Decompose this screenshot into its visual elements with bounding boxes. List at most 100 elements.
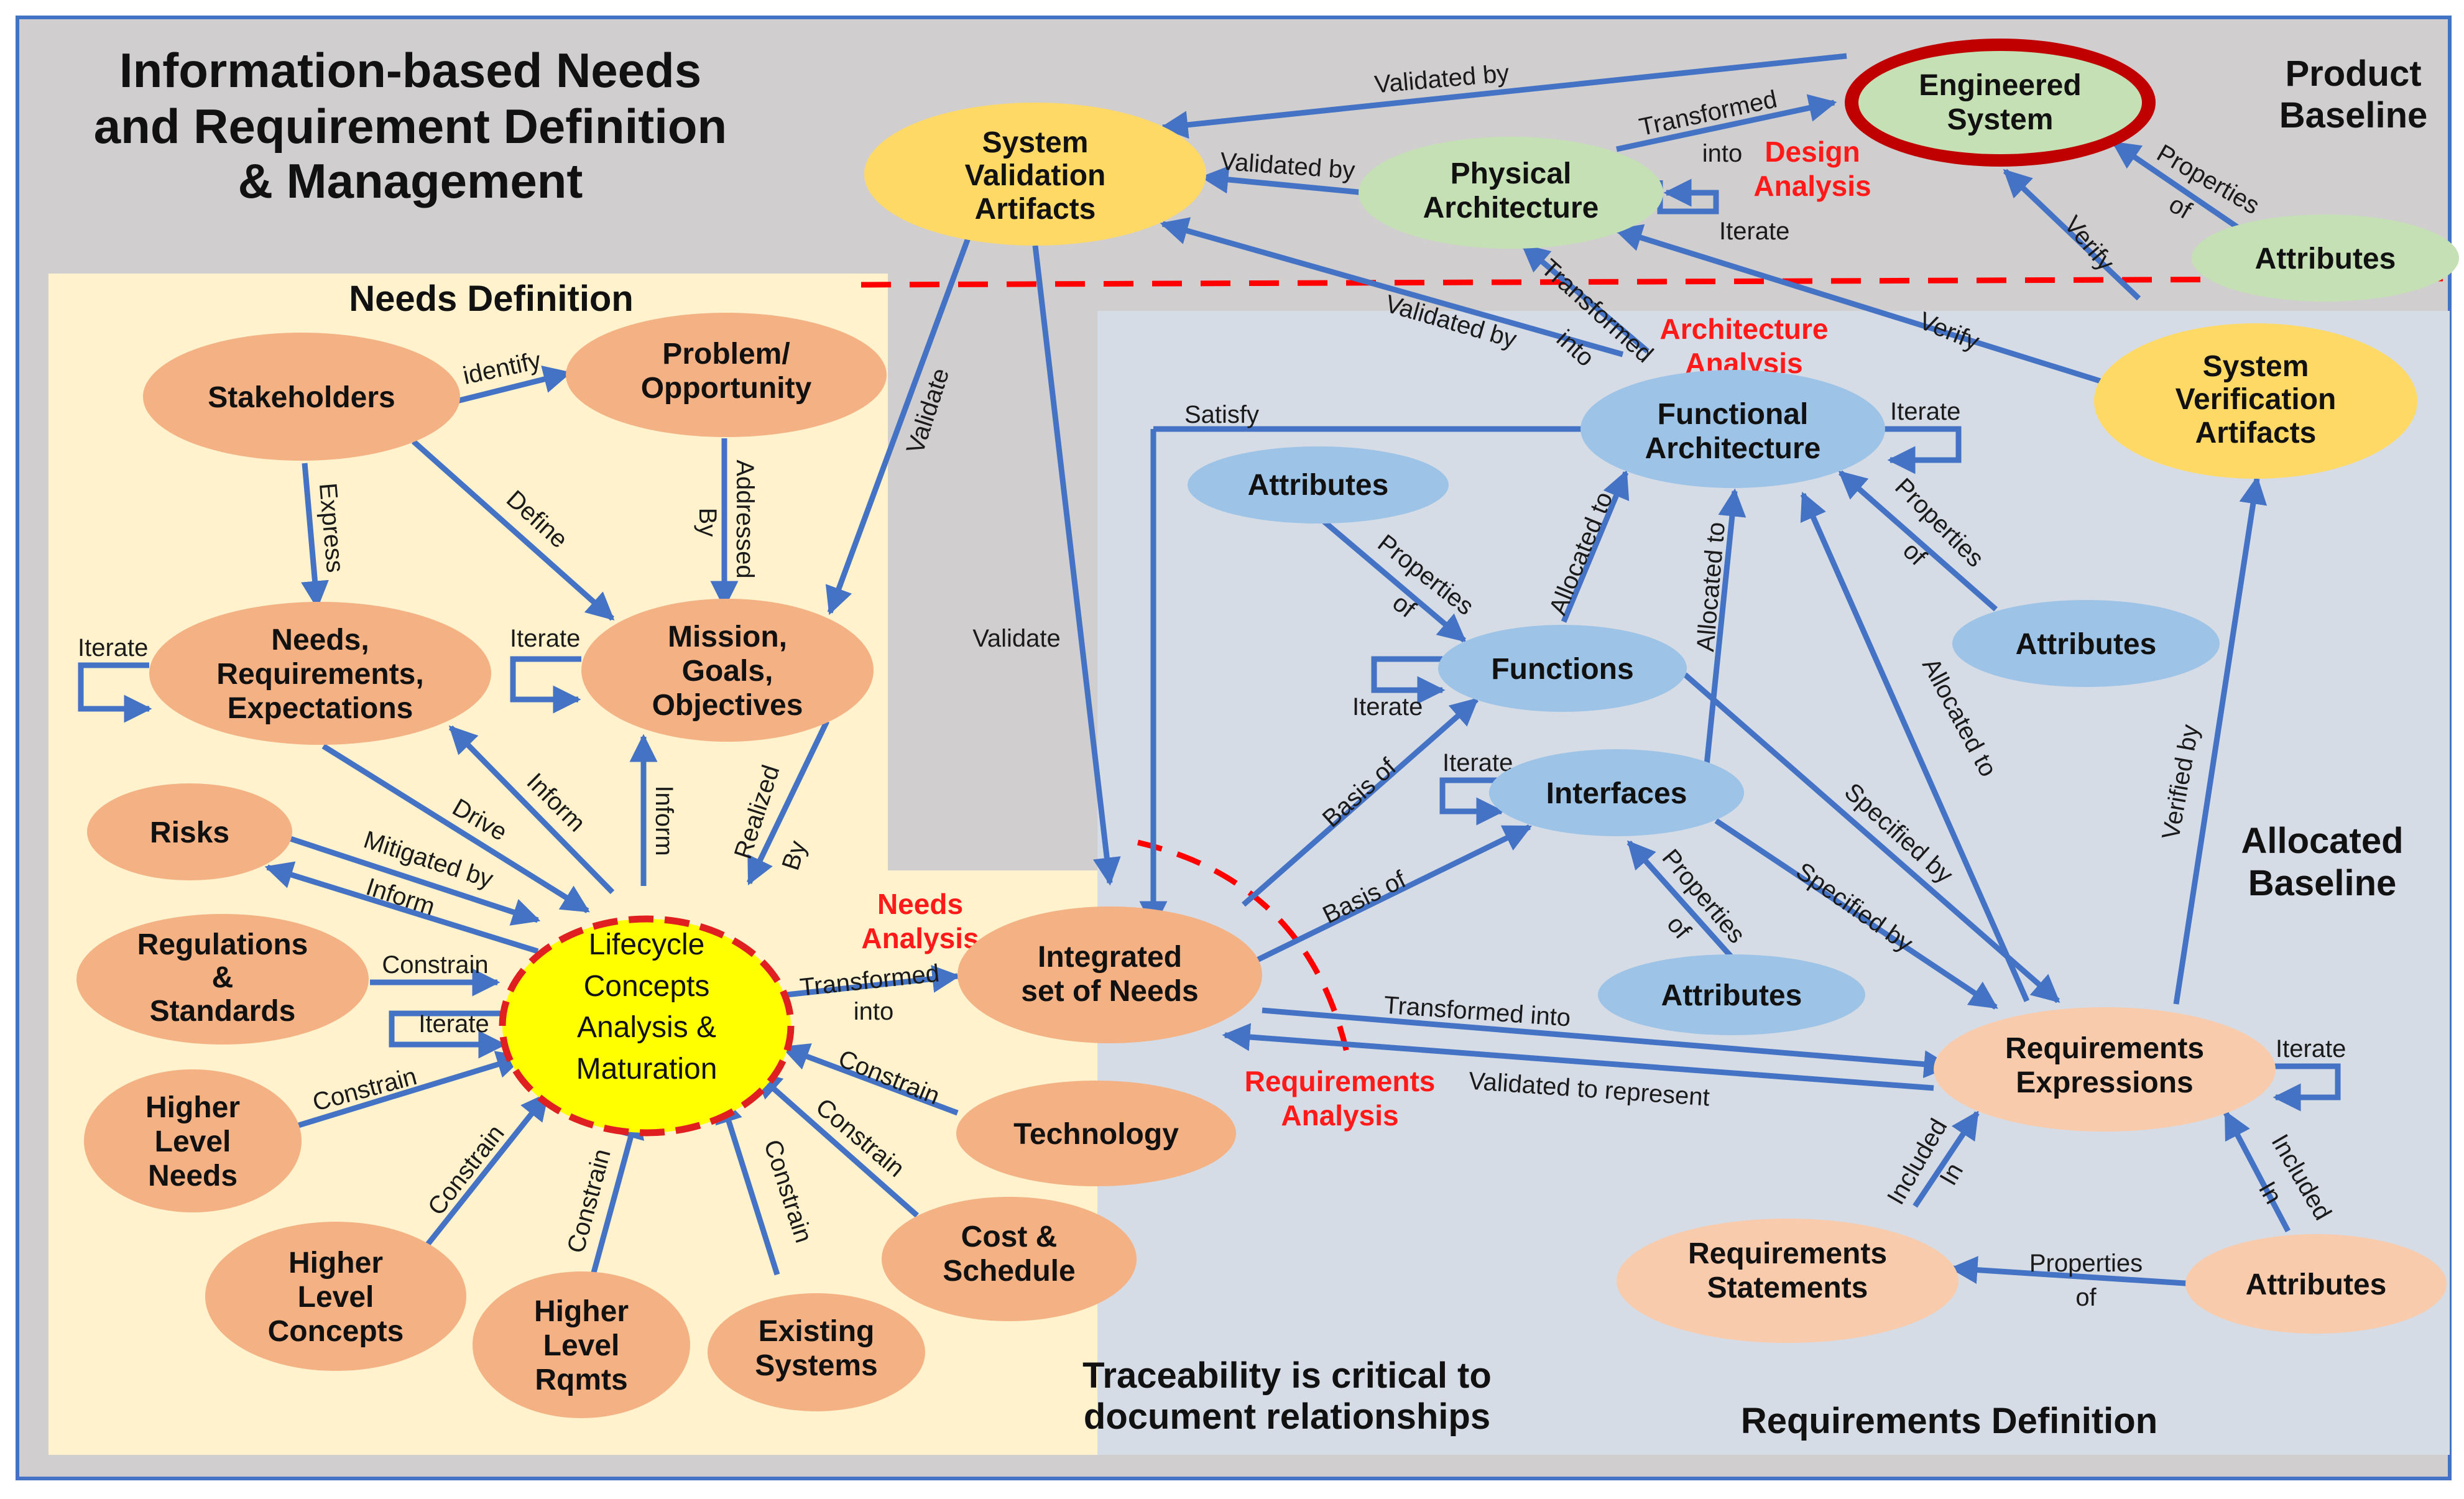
- node-needs-requirements-expectations[interactable]: Needs, Requirements, Expectations: [149, 602, 491, 745]
- svg-text:Goals,: Goals,: [682, 655, 773, 688]
- svg-text:Higher: Higher: [288, 1247, 383, 1280]
- iterate-loops: [78, 178, 2341, 1112]
- svg-text:Objectives: Objectives: [652, 689, 803, 722]
- node-regulations-standards[interactable]: Regulations & Standards: [76, 914, 369, 1045]
- svg-text:Iterate: Iterate: [1442, 749, 1513, 777]
- svg-text:Iterate: Iterate: [2276, 1035, 2346, 1063]
- svg-text:Engineered: Engineered: [1919, 69, 2081, 102]
- node-stakeholders[interactable]: Stakeholders: [143, 333, 460, 461]
- svg-text:Properties: Properties: [2029, 1250, 2143, 1277]
- svg-text:&: &: [212, 961, 234, 994]
- svg-text:Lifecycle: Lifecycle: [589, 928, 705, 961]
- svg-text:Attributes: Attributes: [1661, 979, 1802, 1012]
- svg-text:Validation: Validation: [965, 159, 1106, 192]
- node-problem-opportunity[interactable]: Problem/ Opportunity: [566, 313, 887, 437]
- svg-text:Iterate: Iterate: [418, 1010, 489, 1038]
- svg-text:Requirements,: Requirements,: [216, 658, 423, 691]
- svg-text:Iterate: Iterate: [510, 625, 580, 652]
- node-requirements-expressions[interactable]: Requirements Expressions: [1934, 1007, 2276, 1132]
- svg-text:Systems: Systems: [755, 1349, 877, 1382]
- node-higher-level-needs[interactable]: Higher Level Needs: [84, 1069, 302, 1212]
- node-cost-schedule[interactable]: Cost & Schedule: [882, 1197, 1137, 1321]
- svg-text:Level: Level: [543, 1329, 620, 1362]
- svg-text:Iterate: Iterate: [1719, 218, 1789, 245]
- svg-text:Risks: Risks: [150, 816, 229, 849]
- svg-text:set of Needs: set of Needs: [1021, 975, 1198, 1008]
- diagram-edges: [264, 53, 2291, 1287]
- svg-text:Rqmts: Rqmts: [535, 1363, 627, 1396]
- node-integrated-set-of-needs[interactable]: Integrated set of Needs: [957, 906, 1262, 1043]
- svg-text:Architecture: Architecture: [1645, 432, 1821, 465]
- svg-text:into: into: [1702, 140, 1743, 167]
- node-risks[interactable]: Risks: [87, 783, 292, 880]
- svg-text:Attributes: Attributes: [2016, 628, 2157, 661]
- svg-text:Higher: Higher: [145, 1091, 240, 1124]
- traceability-note-1: Traceability is critical to: [1082, 1355, 1492, 1396]
- svg-text:Maturation: Maturation: [576, 1053, 718, 1086]
- node-mission-goals-objectives[interactable]: Mission, Goals, Objectives: [581, 599, 874, 742]
- node-existing-systems[interactable]: Existing Systems: [708, 1293, 925, 1411]
- svg-text:Iterate: Iterate: [1890, 398, 1960, 425]
- svg-text:Analysis: Analysis: [1281, 1099, 1398, 1132]
- svg-text:Iterate: Iterate: [1352, 693, 1423, 721]
- svg-text:Analysis &: Analysis &: [577, 1011, 716, 1044]
- svg-text:Concepts: Concepts: [268, 1315, 404, 1348]
- svg-text:Architecture: Architecture: [1423, 191, 1599, 224]
- svg-text:Expressions: Expressions: [2016, 1066, 2193, 1099]
- svg-text:By: By: [694, 508, 721, 537]
- traceability-note-2: document relationships: [1084, 1396, 1490, 1437]
- svg-text:Standards: Standards: [150, 995, 296, 1028]
- svg-text:System: System: [982, 126, 1089, 159]
- requirements-analysis-boundary: [1137, 839, 1352, 1064]
- node-attributes-product-baseline[interactable]: Attributes: [2192, 214, 2459, 302]
- diagram-title-line-1: Information-based Needs: [119, 43, 701, 98]
- svg-text:Validate: Validate: [972, 625, 1061, 652]
- node-higher-level-concepts[interactable]: Higher Level Concepts: [205, 1222, 466, 1371]
- svg-text:Addressed: Addressed: [731, 459, 759, 578]
- node-functions[interactable]: Functions: [1438, 625, 1687, 712]
- svg-text:Architecture: Architecture: [1660, 313, 1829, 345]
- svg-text:Stakeholders: Stakeholders: [208, 381, 395, 414]
- svg-text:Regulations: Regulations: [137, 928, 308, 961]
- svg-text:Needs,: Needs,: [271, 624, 369, 657]
- svg-text:System: System: [2203, 350, 2309, 383]
- svg-text:Level: Level: [155, 1125, 231, 1158]
- svg-text:into: into: [854, 998, 894, 1025]
- requirements-definition-title: Requirements Definition: [1741, 1401, 2157, 1441]
- svg-text:Concepts: Concepts: [584, 970, 710, 1003]
- svg-text:Problem/: Problem/: [662, 338, 790, 371]
- svg-text:Requirements: Requirements: [2005, 1032, 2204, 1065]
- node-physical-architecture[interactable]: Physical Architecture: [1359, 137, 1663, 249]
- svg-text:Integrated: Integrated: [1038, 941, 1182, 974]
- node-attributes-requirements[interactable]: Attributes: [2185, 1234, 2447, 1334]
- svg-text:System: System: [1947, 103, 2054, 136]
- svg-text:Analysis: Analysis: [861, 922, 979, 954]
- svg-text:Functions: Functions: [1491, 653, 1633, 686]
- svg-text:Design: Design: [1765, 136, 1860, 168]
- node-attributes-functional-architecture[interactable]: Attributes: [1952, 600, 2220, 687]
- node-attributes-interfaces[interactable]: Attributes: [1598, 954, 1865, 1035]
- node-interfaces[interactable]: Interfaces: [1489, 749, 1744, 836]
- node-system-verification-artifacts[interactable]: System Verification Artifacts: [2094, 323, 2417, 479]
- node-attributes-functions[interactable]: Attributes: [1188, 446, 1449, 523]
- needs-definition-title: Needs Definition: [349, 279, 634, 319]
- node-system-validation-artifacts[interactable]: System Validation Artifacts: [864, 103, 1206, 246]
- node-requirements-statements[interactable]: Requirements Statements: [1617, 1219, 1959, 1343]
- svg-text:Level: Level: [298, 1281, 374, 1314]
- svg-text:Higher: Higher: [534, 1295, 629, 1328]
- svg-text:Expectations: Expectations: [228, 692, 413, 725]
- svg-text:Needs: Needs: [148, 1160, 238, 1192]
- svg-text:Functional: Functional: [1658, 398, 1809, 431]
- svg-text:Artifacts: Artifacts: [2195, 417, 2317, 450]
- svg-text:Requirements: Requirements: [1245, 1065, 1436, 1097]
- svg-text:Technology: Technology: [1013, 1118, 1179, 1151]
- svg-text:Needs: Needs: [877, 888, 963, 920]
- node-higher-level-rqmts[interactable]: Higher Level Rqmts: [473, 1271, 690, 1418]
- svg-text:Iterate: Iterate: [78, 634, 148, 662]
- svg-text:Attributes: Attributes: [2246, 1268, 2387, 1301]
- node-technology[interactable]: Technology: [956, 1081, 1236, 1186]
- node-engineered-system[interactable]: Engineered System: [1845, 39, 2156, 167]
- node-lifecycle-concepts[interactable]: Lifecycle Concepts Analysis & Maturation: [499, 915, 795, 1137]
- node-functional-architecture[interactable]: Functional Architecture: [1580, 370, 1885, 488]
